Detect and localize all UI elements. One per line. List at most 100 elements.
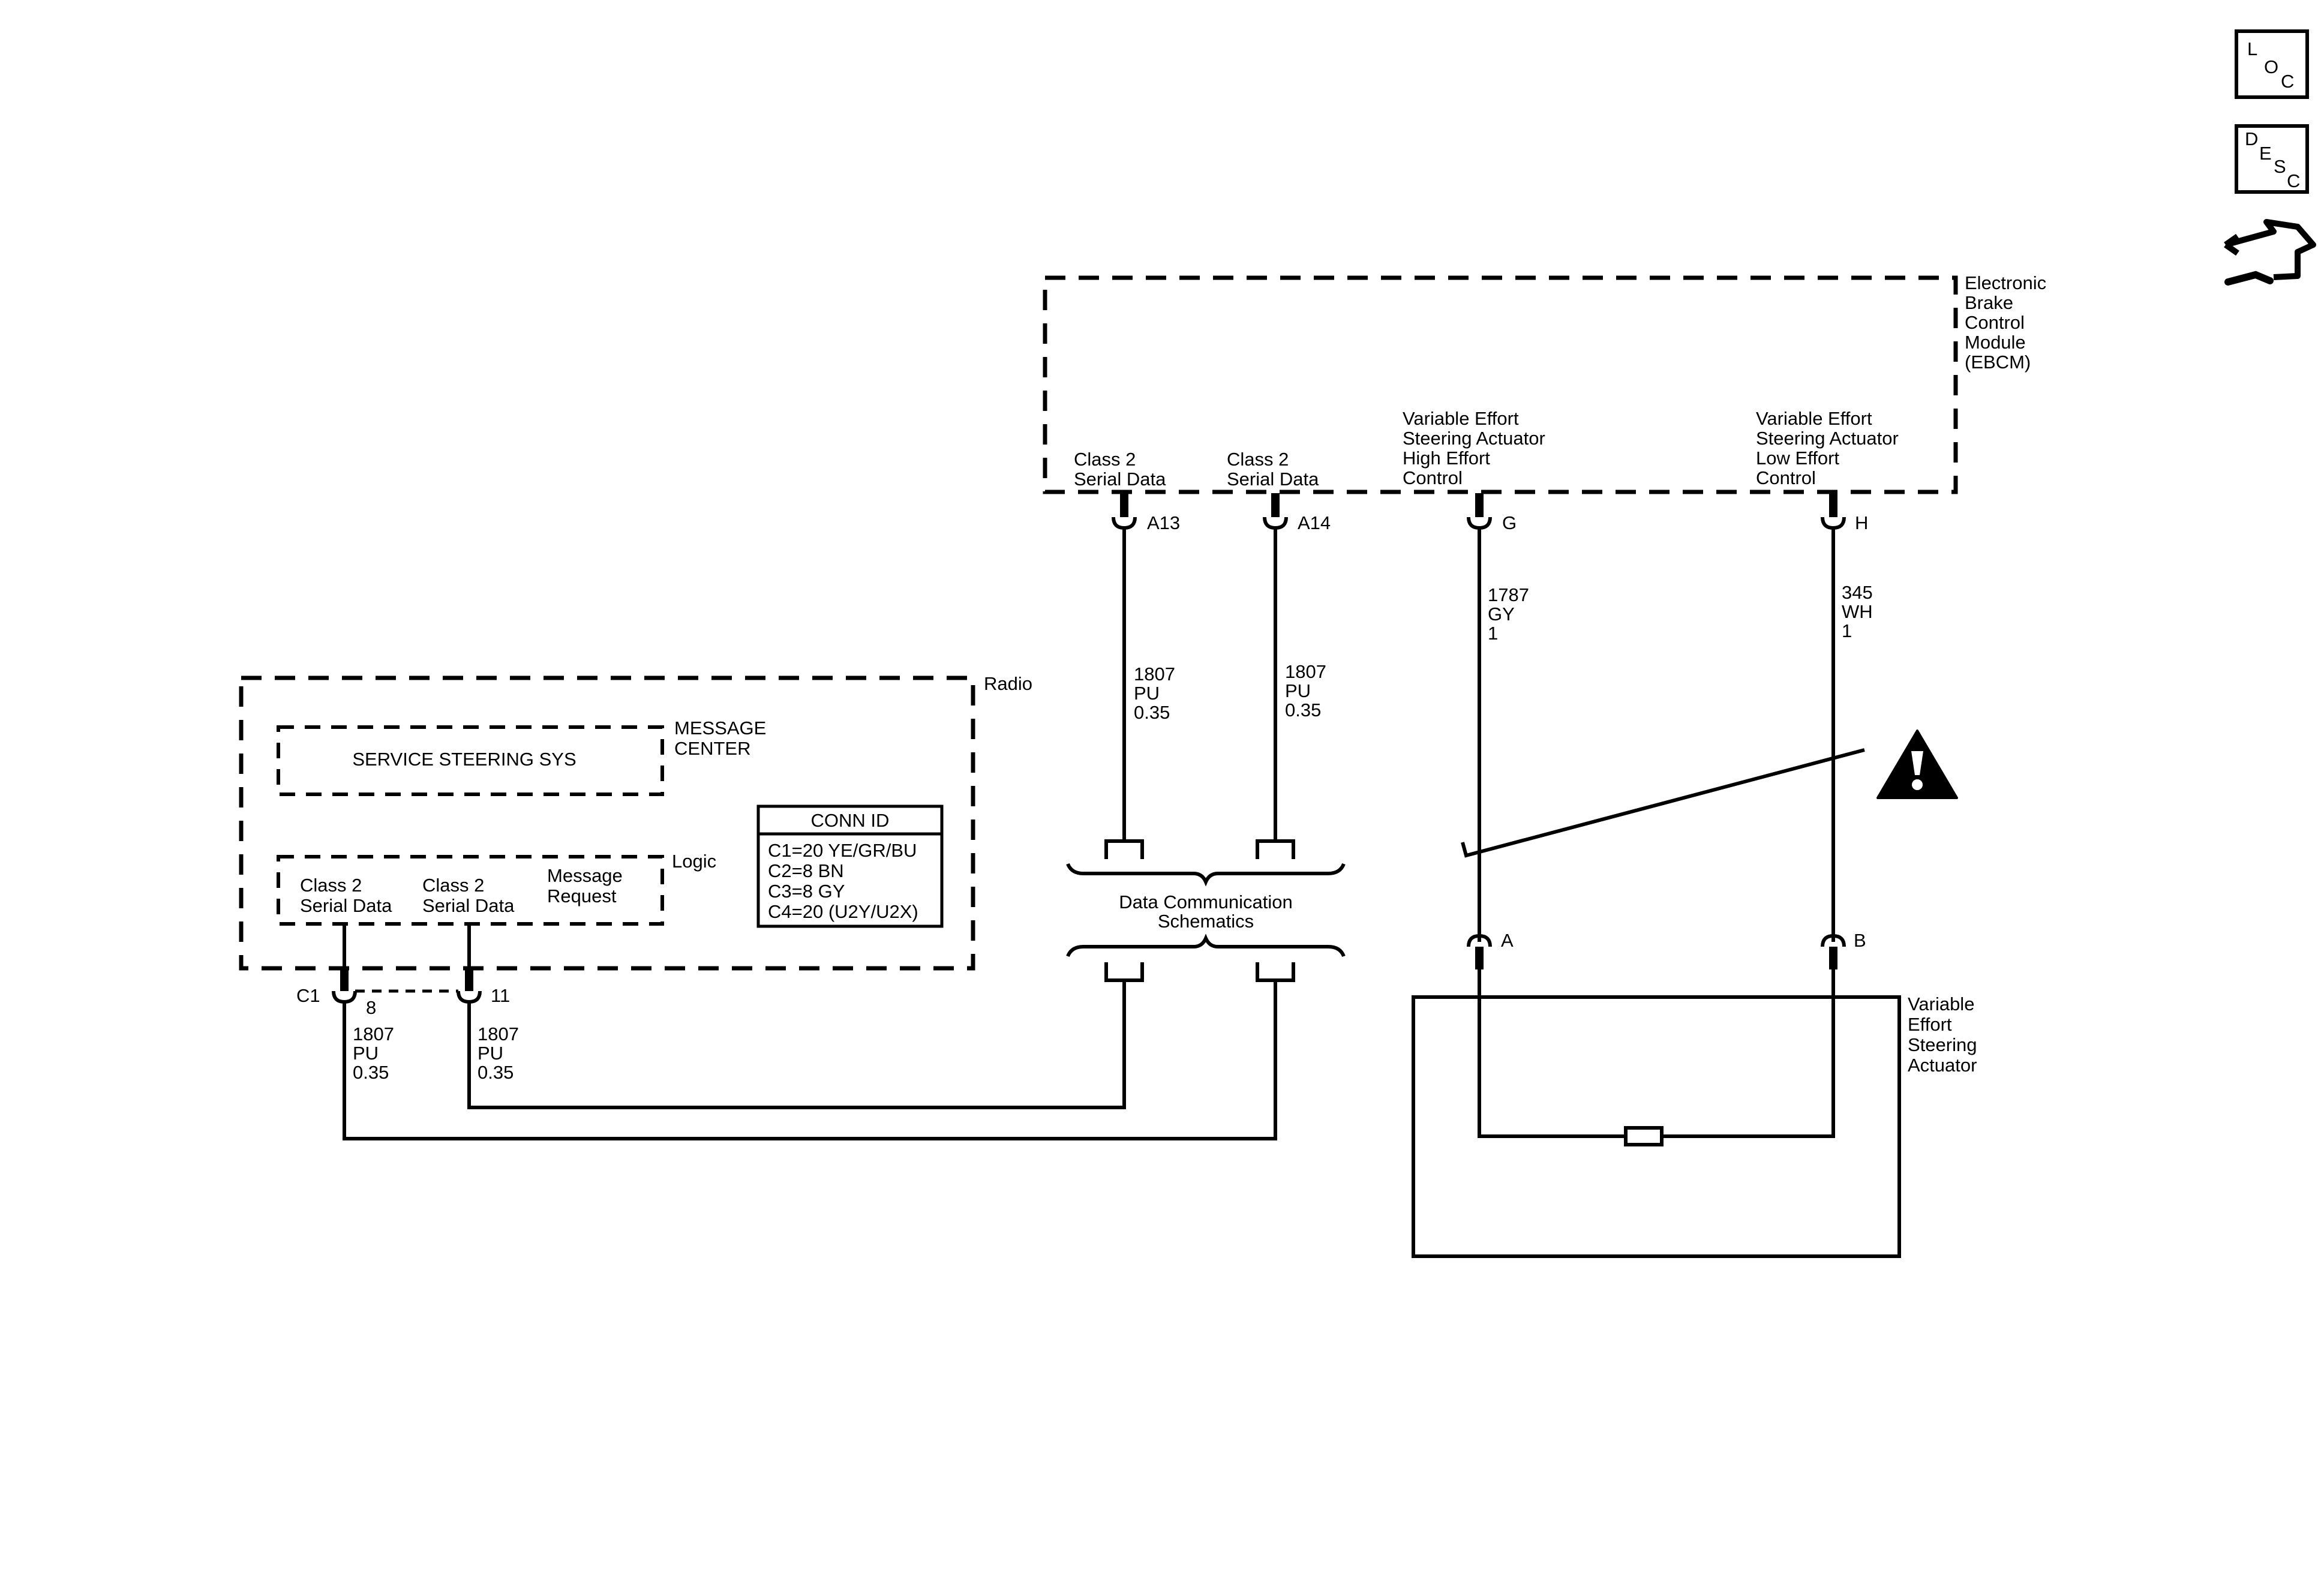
svg-text:Variable: Variable [1908,993,1974,1014]
terminal-h: H [1821,493,1868,533]
svg-text:CENTER: CENTER [674,738,750,759]
svg-text:1: 1 [1842,620,1852,641]
data-comm-break: Data Communication Schematics [1066,839,1346,982]
svg-text:B: B [1854,930,1866,951]
svg-text:0.35: 0.35 [478,1062,514,1083]
svg-text:Steering Actuator: Steering Actuator [1403,428,1545,449]
svg-text:C2=8 BN: C2=8 BN [768,860,844,881]
svg-text:A14: A14 [1298,512,1331,533]
svg-text:0.35: 0.35 [353,1062,389,1083]
terminal-a13: A13 [1112,493,1180,533]
wire-to-radio-pin-11 [467,980,1126,1109]
svg-text:C: C [2281,71,2294,92]
svg-text:WH: WH [1842,601,1873,622]
svg-text:Serial Data: Serial Data [300,895,392,916]
svg-text:Actuator: Actuator [1908,1055,1977,1076]
svg-text:E: E [2259,143,2272,164]
svg-text:C: C [2287,170,2300,191]
wire-to-radio-pin-8 [343,980,1277,1140]
svg-text:1807: 1807 [478,1023,519,1044]
svg-text:1787: 1787 [1488,584,1529,605]
svg-text:G: G [1502,512,1517,533]
svg-text:Message: Message [547,865,623,886]
wire-label-g: 1787 GY 1 [1488,584,1529,644]
message-center: SERVICE STEERING SYS MESSAGE CENTER [277,718,766,796]
ebcm-pin-h-label: Variable Effort Steering Actuator Low Ef… [1756,408,1899,488]
svg-text:0.35: 0.35 [1285,700,1321,721]
svg-text:Serial Data: Serial Data [1227,469,1319,490]
conn-id-title: CONN ID [811,810,890,831]
terminal-b: B [1821,930,1866,969]
svg-text:1807: 1807 [1285,661,1326,682]
ebcm-name-line-2: Control [1965,312,2025,333]
steering-actuator: Variable Effort Steering Actuator [1412,993,1977,1258]
logic-block: Logic Class 2 Serial Data Class 2 Serial… [277,851,716,926]
svg-text:A13: A13 [1147,512,1180,533]
svg-text:Class 2: Class 2 [1074,449,1136,470]
caution-triangle-icon[interactable] [1876,730,1958,799]
svg-text:Effort: Effort [1908,1014,1952,1035]
data-comm-label-line-1: Schematics [1158,911,1254,932]
svg-text:Serial Data: Serial Data [422,895,515,916]
terminal-a14: A14 [1263,493,1331,533]
svg-text:Logic: Logic [672,851,716,872]
actuator-coil [1624,1126,1664,1146]
svg-text:D: D [2245,128,2258,149]
wire-label-a13: 1807 PU 0.35 [1134,664,1175,723]
harness-break-line [1461,748,1865,858]
svg-text:Control: Control [1403,467,1463,488]
svg-text:1807: 1807 [353,1023,394,1044]
svg-text:Control: Control [1756,467,1816,488]
wire-label-radio-8: 1807 PU 0.35 [353,1023,394,1083]
svg-text:Steering: Steering [1908,1034,1977,1055]
loc-icon[interactable]: L O C [2235,29,2309,99]
svg-text:PU: PU [1285,680,1311,701]
svg-text:8: 8 [366,997,376,1018]
svg-text:C1=20 YE/GR/BU: C1=20 YE/GR/BU [768,840,917,861]
actuator-coil-circuit [1478,969,1626,1138]
radio-name: Radio [984,673,1032,694]
ebcm-name-line-3: Module [1965,332,2026,353]
radio-module: Radio [239,673,1032,971]
svg-text:PU: PU [353,1043,379,1064]
radio-connector-c1: C1 8 11 [296,968,510,1018]
svg-text:345: 345 [1842,582,1873,603]
wire-label-a14: 1807 PU 0.35 [1285,661,1326,721]
svg-text:Class 2: Class 2 [300,875,362,896]
svg-text:C4=20 (U2Y/U2X): C4=20 (U2Y/U2X) [768,901,918,922]
svg-text:Steering Actuator: Steering Actuator [1756,428,1899,449]
desc-icon[interactable]: D E S C [2235,124,2309,194]
svg-text:GY: GY [1488,604,1515,625]
svg-text:C3=8 GY: C3=8 GY [768,881,845,902]
wire-label-radio-11: 1807 PU 0.35 [478,1023,519,1083]
svg-text:Serial Data: Serial Data [1074,469,1166,490]
svg-text:O: O [2264,56,2278,77]
svg-text:PU: PU [1134,683,1160,704]
svg-text:Low Effort: Low Effort [1756,448,1839,469]
data-comm-label-line-0: Data Communication [1119,891,1292,912]
ebcm-name-line-4: (EBCM) [1965,352,2031,373]
connector-flow-icon[interactable] [2224,219,2316,286]
svg-text:Request: Request [547,885,617,906]
svg-text:Variable Effort: Variable Effort [1756,408,1872,429]
svg-text:Variable Effort: Variable Effort [1403,408,1519,429]
svg-text:S: S [2274,156,2286,177]
terminal-a: A [1467,930,1514,969]
conn-id-table: CONN ID C1=20 YE/GR/BU C2=8 BN C3=8 GY C… [756,804,944,928]
ebcm-module: Electronic Brake Control Module (EBCM) [1043,272,2046,494]
svg-text:High Effort: High Effort [1403,448,1490,469]
ebcm-name-line-1: Brake [1965,292,2013,313]
svg-text:1807: 1807 [1134,664,1175,685]
svg-text:0.35: 0.35 [1134,702,1170,723]
ebcm-pin-a14-label: Class 2 Serial Data [1227,449,1319,490]
ebcm-pin-g-label: Variable Effort Steering Actuator High E… [1403,408,1545,488]
svg-text:H: H [1855,512,1868,533]
svg-text:Class 2: Class 2 [422,875,484,896]
ebcm-name-line-0: Electronic [1965,272,2046,293]
radio-connector-id: C1 [296,985,320,1006]
svg-text:1: 1 [1488,623,1498,644]
terminal-g: G [1467,493,1517,533]
wire-label-h: 345 WH 1 [1842,582,1873,641]
svg-text:L: L [2247,38,2257,59]
